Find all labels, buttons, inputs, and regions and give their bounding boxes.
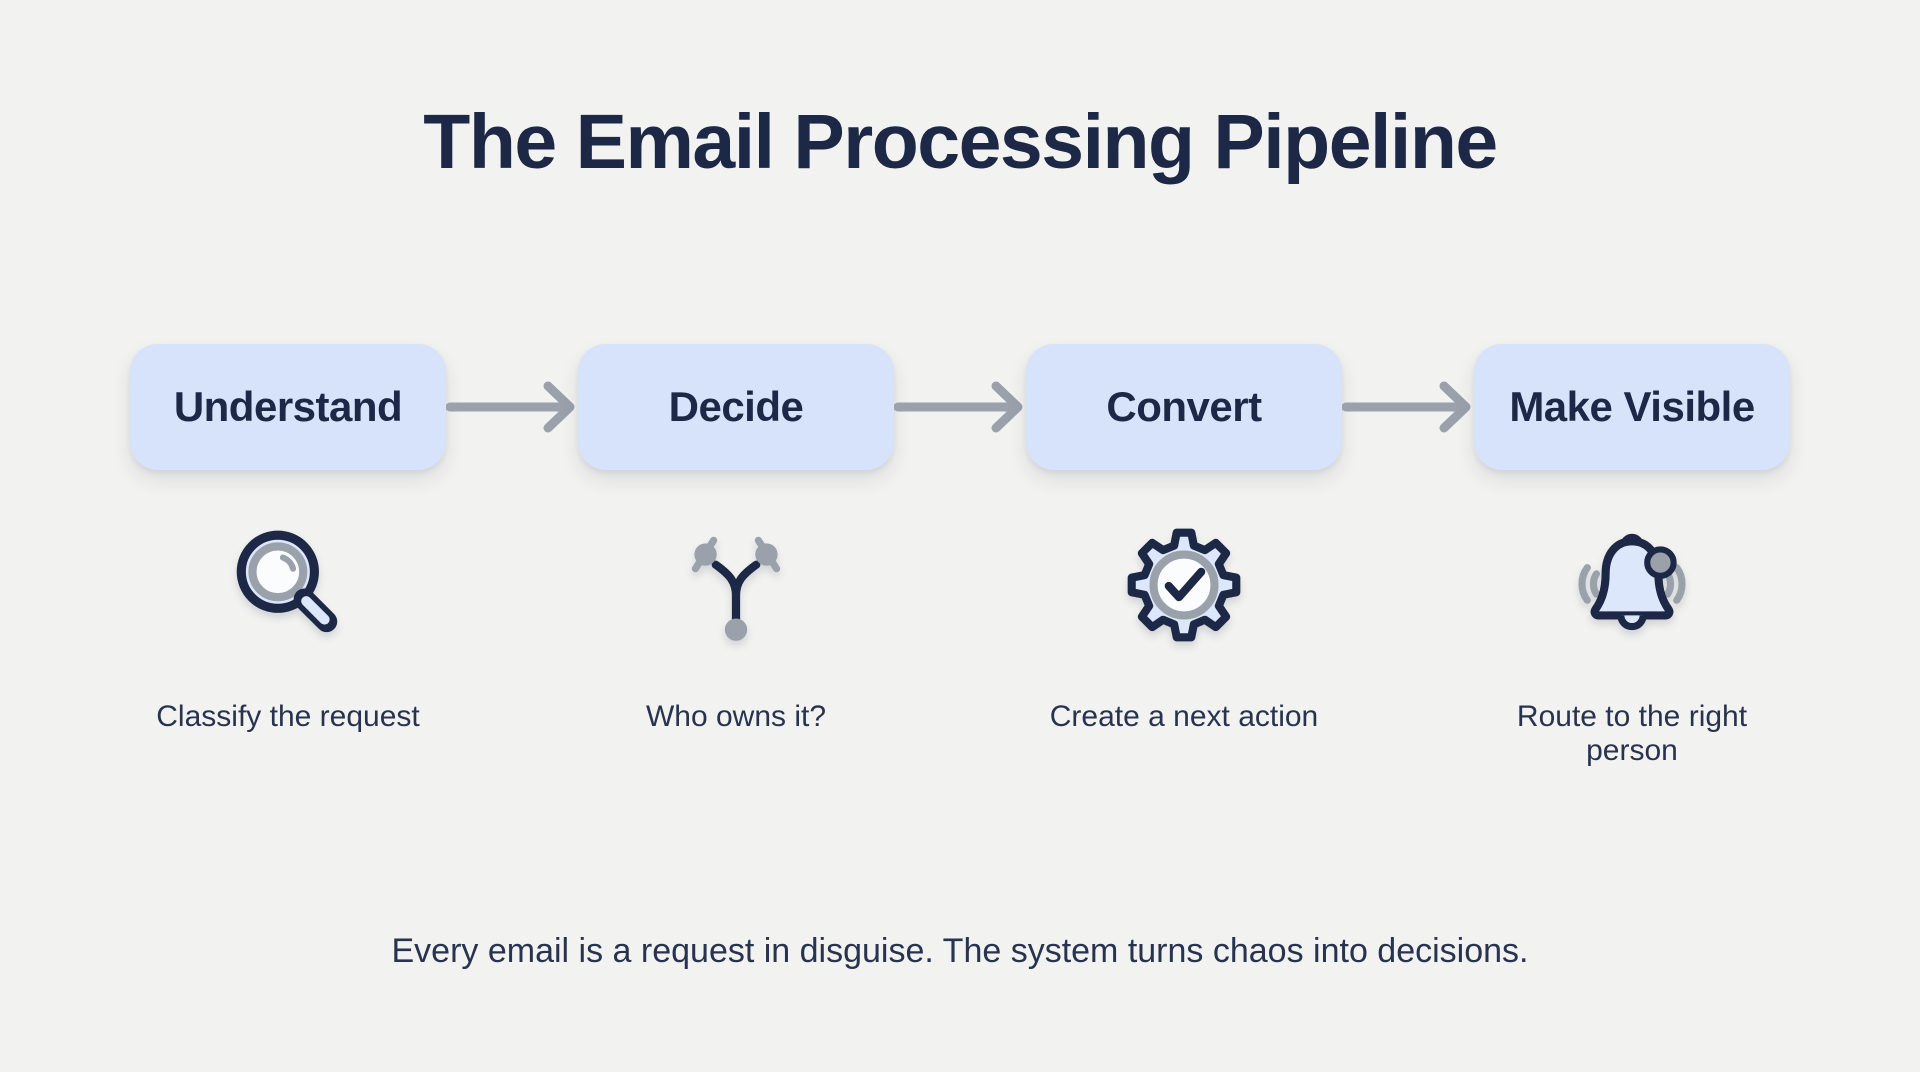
page-title: The Email Processing Pipeline [423,99,1498,185]
stage-caption-understand: Classify the request [156,700,420,733]
caption-row: Classify the request Who owns it? Create… [130,700,1790,768]
flow-arrow-icon [1342,344,1474,470]
stage-caption-decide: Who owns it? [645,700,827,733]
magnifier-icon [236,530,338,633]
stage-label-decide: Decide [668,383,804,430]
stage-label-make-visible: Make Visible [1509,383,1755,430]
icon-cell-decide [578,516,894,658]
icon-cell-understand [130,516,446,658]
stage-box-decide: Decide [578,344,894,470]
flow-arrow-icon [446,344,578,470]
stage-label-understand: Understand [173,383,403,430]
bell-alert-icon [1578,533,1686,631]
stage-caption-convert: Create a next action [1049,700,1319,733]
icon-row [130,516,1790,658]
stage-caption-make-visible: Route to the right person [1516,700,1748,767]
stage-box-convert: Convert [1026,344,1342,470]
stage-box-understand: Understand [130,344,446,470]
stage-box-make-visible: Make Visible [1474,344,1790,470]
flow-arrow-icon [894,344,1026,470]
stage-label-convert: Convert [1106,383,1262,430]
icon-cell-convert [1026,516,1342,658]
icon-cell-make-visible [1474,516,1790,658]
tagline: Every email is a request in disguise. Th… [391,932,1529,970]
branch-split-icon [691,536,781,641]
gear-check-icon [1127,528,1241,642]
pipeline-row: Understand Decide Convert [130,344,1790,470]
